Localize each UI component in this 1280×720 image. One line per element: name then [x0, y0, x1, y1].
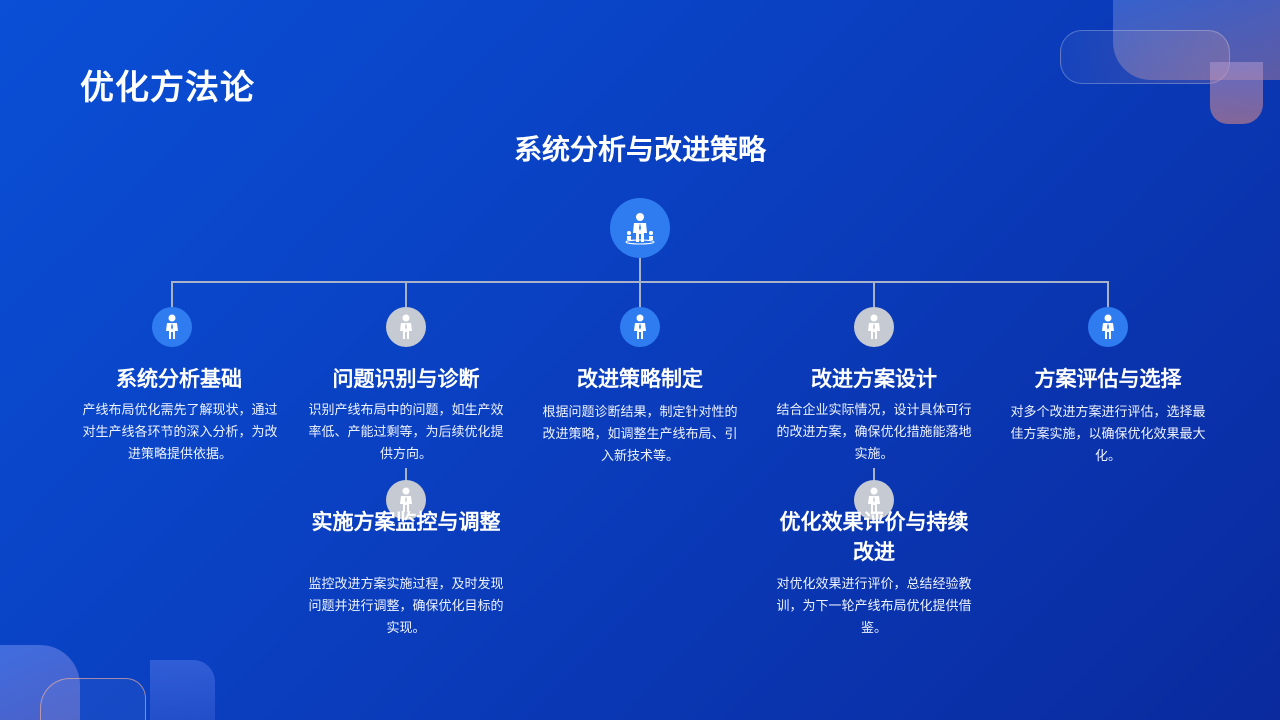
tree-line	[639, 258, 641, 282]
tree-line	[171, 281, 173, 307]
tree-line	[639, 281, 641, 307]
tree-line	[405, 468, 407, 488]
node-desc-6: 监控改进方案实施过程，及时发现问题并进行调整，确保优化目标的实现。	[308, 577, 504, 636]
businessman-icon	[854, 480, 894, 520]
businessman-icon	[620, 307, 660, 347]
businessman-icon	[152, 307, 192, 347]
decor-shape	[150, 660, 215, 720]
center-title: 系统分析与改进策略	[513, 133, 766, 166]
tree-line	[873, 281, 875, 307]
node-title-2: 问题识别与诊断	[332, 367, 480, 391]
businessman-icon	[386, 480, 426, 520]
node-title-1: 系统分析基础	[116, 367, 242, 391]
node-title-5: 方案评估与选择	[1034, 367, 1182, 391]
node-desc-4: 结合企业实际情况，设计具体可行的改进方案，确保优化措施能落地实施。	[776, 403, 972, 462]
tree-line	[405, 281, 407, 307]
decor-shape	[1210, 62, 1263, 124]
node-title-3: 改进策略制定	[577, 367, 703, 391]
tree-line	[1107, 281, 1109, 307]
root-businessman-icon	[610, 198, 670, 258]
node-desc-5: 对多个改进方案进行评估，选择最佳方案实施，以确保优化效果最大化。	[1010, 405, 1206, 464]
decor-shape	[40, 678, 146, 720]
page-title: 优化方法论	[80, 68, 255, 108]
node-desc-2: 识别产线布局中的问题，如生产效率低、产能过剩等，为后续优化提供方向。	[308, 403, 504, 462]
businessman-icon	[386, 307, 426, 347]
node-desc-7: 对优化效果进行评价，总结经验教训，为下一轮产线布局优化提供借鉴。	[776, 577, 972, 636]
node-desc-3: 根据问题诊断结果，制定针对性的改进策略，如调整生产线布局、引入新技术等。	[542, 405, 738, 464]
node-desc-1: 产线布局优化需先了解现状，通过对生产线各环节的深入分析，为改进策略提供依据。	[82, 403, 278, 462]
businessman-icon	[854, 307, 894, 347]
node-title-7: 优化效果评价与持续改进	[779, 510, 969, 564]
decor-shape	[1060, 30, 1230, 84]
node-title-6: 实施方案监控与调整	[311, 510, 501, 534]
node-title-4: 改进方案设计	[811, 367, 937, 391]
tree-line	[873, 468, 875, 488]
businessman-icon	[1088, 307, 1128, 347]
